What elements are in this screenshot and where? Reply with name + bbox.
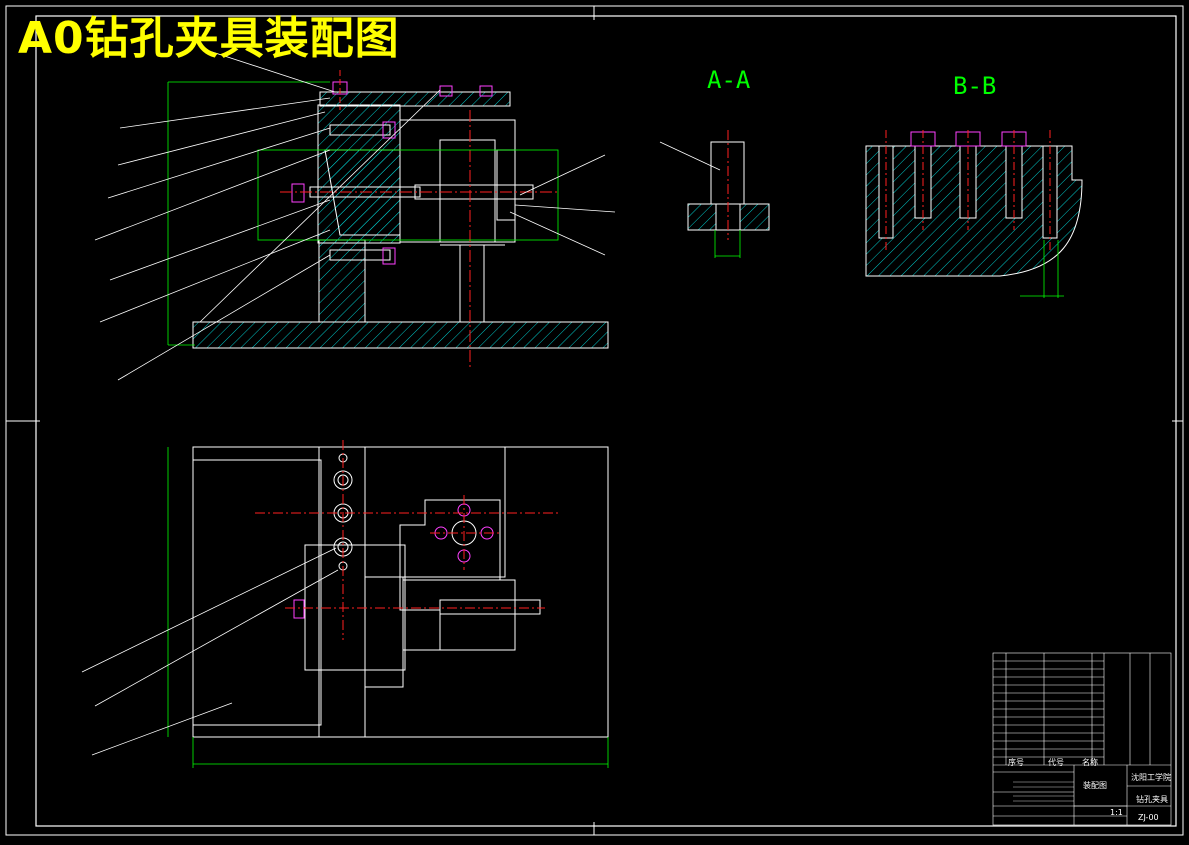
section-aa-label: A-A [707, 66, 751, 94]
section-bb-label: B-B [953, 72, 997, 100]
drawing-title: A0钻孔夹具装配图 [18, 13, 400, 64]
title-block [992, 652, 1172, 826]
section-bb-view [865, 130, 1083, 298]
title-block-part-name: 钻孔夹具 [1136, 795, 1168, 804]
title-block-drawing-no: ZJ-00 [1138, 813, 1159, 822]
title-block-assembly-label: 装配图 [1083, 781, 1107, 790]
title-block-scale: 1:1 [1110, 808, 1123, 817]
title-block-col-seq: 序号 [1008, 758, 1024, 767]
top-view [81, 440, 609, 768]
title-block-university: 沈阳工学院 [1131, 773, 1171, 782]
front-view [94, 47, 616, 381]
section-aa-view [659, 130, 770, 258]
sheet-border [5, 5, 1184, 836]
title-block-col-code: 代号 [1048, 758, 1064, 767]
title-block-col-name: 名称 [1082, 758, 1098, 767]
